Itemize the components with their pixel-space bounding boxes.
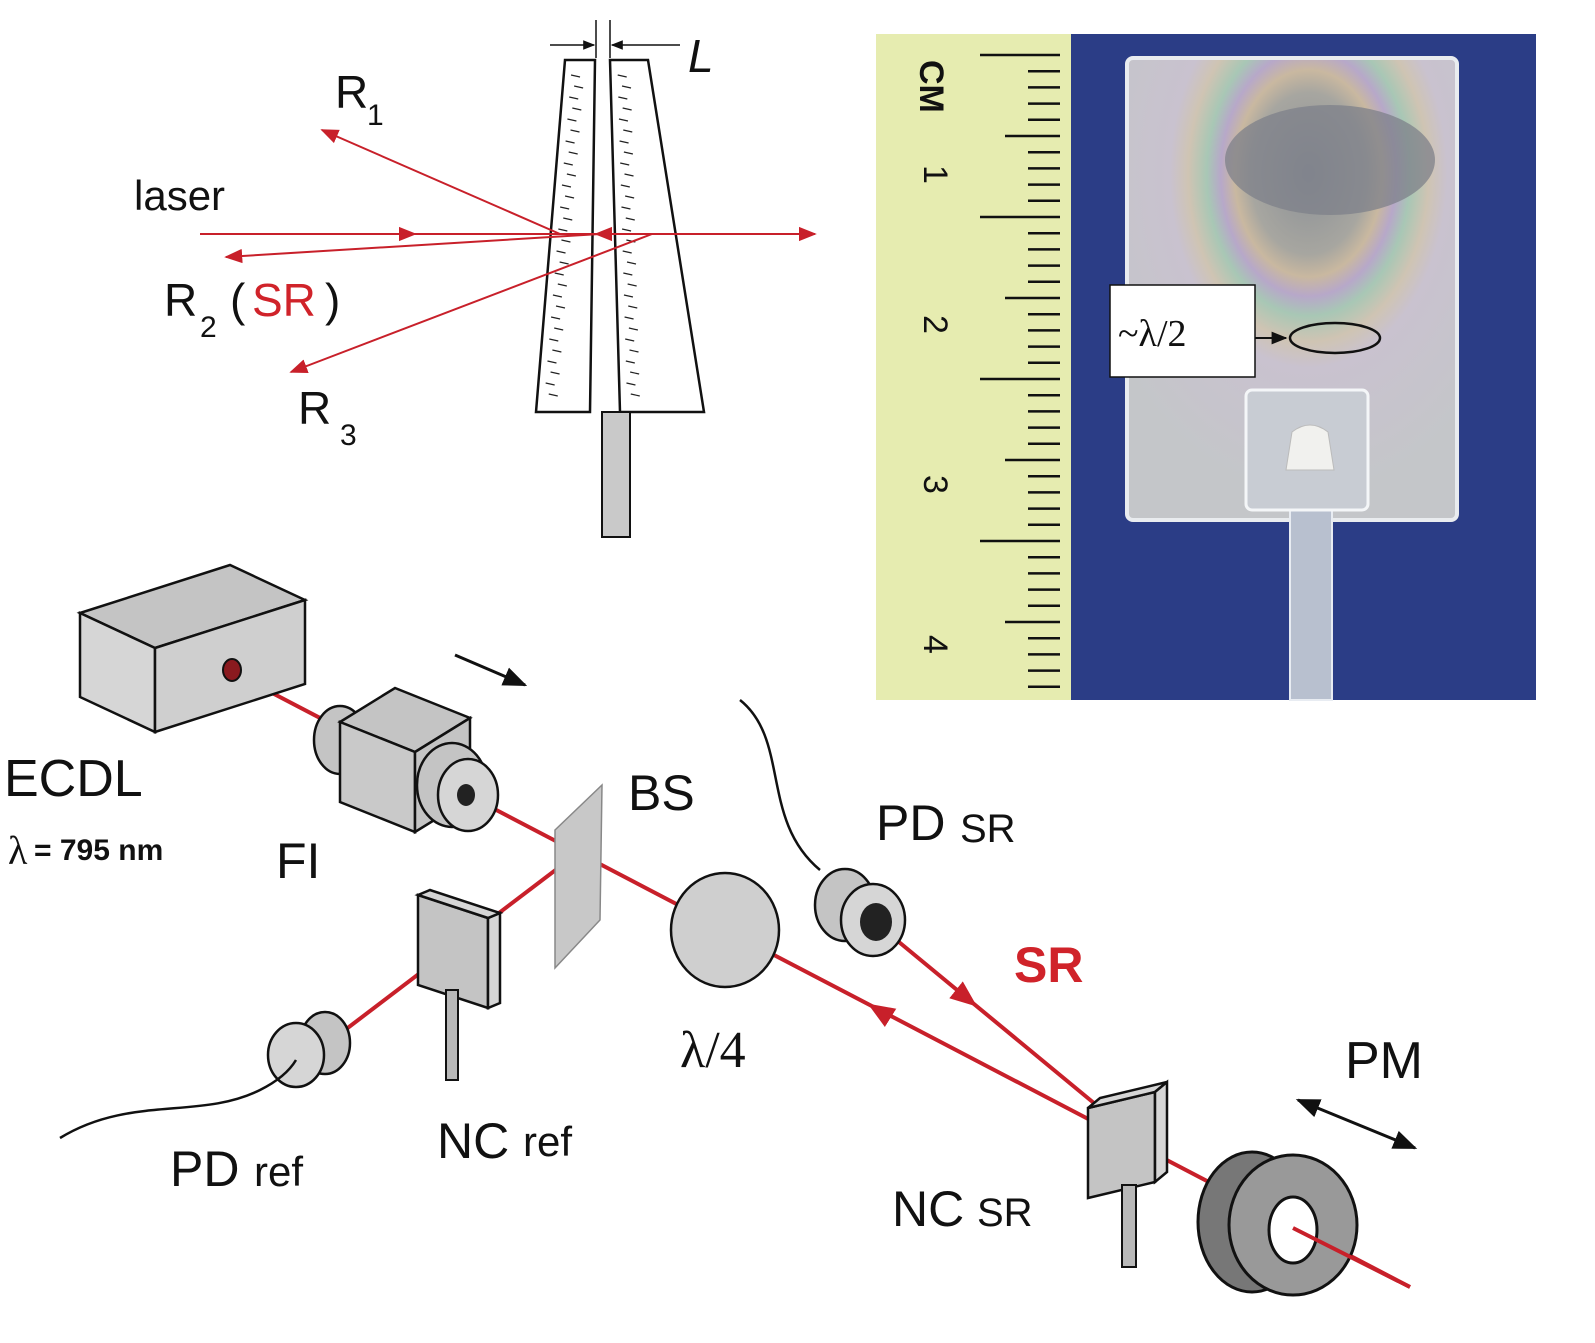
sample-photo: CM 1 2 3 4 ~λ/2 (876, 34, 1536, 701)
svg-text:ref: ref (254, 1148, 303, 1195)
svg-text:PD: PD (170, 1141, 239, 1197)
glass-rod (1289, 499, 1333, 701)
beam-through-pm (1292, 1226, 1411, 1289)
piezo-mirror (1196, 1150, 1359, 1297)
bs-label: BS (628, 765, 695, 821)
r2-sr-tag: SR (252, 274, 316, 326)
beam-splitter (554, 783, 603, 970)
wavelength-label: λ = 795 nm (8, 828, 163, 873)
r3-beam (289, 233, 653, 373)
setup-diagram: ECDL λ = 795 nm FI BS λ/4 (4, 563, 1423, 1297)
ecdl-aperture (222, 658, 242, 682)
half-wave-ellipse (1288, 321, 1382, 355)
fringe-center (1225, 105, 1435, 215)
nc-ref-cell (414, 888, 504, 1081)
svg-text:ref: ref (523, 1118, 572, 1165)
svg-text:PD: PD (876, 795, 945, 851)
sr-beam-arrow (949, 981, 978, 1007)
fiber-tip (1285, 424, 1335, 471)
pd-sr-cable (739, 699, 821, 871)
quarter-wave-label: λ/4 (680, 1022, 746, 1079)
pm-motion-arrow (1295, 1098, 1418, 1150)
wedge-hatching (545, 74, 640, 397)
ecdl-laser (76, 563, 309, 734)
r3-label: R 3 (298, 382, 357, 452)
thickness-dimension (550, 20, 680, 58)
svg-text:λ: λ (8, 828, 28, 873)
r1-label: R 1 (335, 66, 384, 132)
annotation-box (1109, 284, 1256, 378)
pd-sr-detector (813, 867, 907, 958)
svg-text:NC: NC (892, 1181, 964, 1237)
svg-text:R: R (335, 66, 368, 118)
ruler-unit: CM (912, 60, 950, 113)
nc-sr-label: NC SR (892, 1181, 1033, 1237)
main-beam-arrow (867, 1003, 897, 1028)
nc-sr-cell (1086, 1079, 1169, 1268)
ruler (876, 34, 1071, 700)
svg-text:(: ( (230, 274, 246, 326)
faraday-isolator (312, 686, 500, 835)
pm-label: PM (1345, 1032, 1423, 1090)
ruler-number-3: 3 (916, 475, 954, 494)
svg-text:): ) (325, 274, 340, 326)
svg-text:SR: SR (960, 807, 1016, 851)
r2-label: R 2 ( SR ) (164, 274, 340, 344)
svg-text:3: 3 (340, 419, 357, 452)
fi-label: FI (276, 833, 320, 889)
svg-text:R: R (298, 382, 331, 434)
wedge-stem (601, 411, 631, 538)
r2-beam (224, 233, 601, 264)
sr-beam (880, 926, 1114, 1120)
nc-ref-label: NC ref (437, 1113, 572, 1169)
annotation-label: ~λ/2 (1118, 313, 1187, 355)
ruler-ticks (980, 53, 1060, 689)
pd-ref-detector (266, 1010, 352, 1089)
wedge-diagram: laser L R 1 R 2 ( SR ) R 3 (134, 20, 817, 538)
svg-text:1: 1 (367, 99, 384, 132)
isolator-direction-arrow (454, 653, 528, 687)
svg-text:R: R (164, 274, 197, 326)
thickness-label: L (688, 30, 714, 82)
sr-beam-label: SR (1014, 937, 1083, 993)
pd-ref-label: PD ref (170, 1141, 303, 1197)
ecdl-label: ECDL (4, 750, 143, 808)
svg-text:NC: NC (437, 1113, 509, 1169)
wedge-right-plate (608, 58, 706, 414)
quarter-wave-plate (669, 871, 781, 989)
r1-beam (320, 129, 561, 235)
ruler-number-1: 1 (916, 165, 954, 184)
svg-text:2: 2 (200, 311, 217, 344)
laser-label: laser (134, 172, 225, 219)
svg-text:SR: SR (977, 1191, 1033, 1235)
ruler-number-4: 4 (916, 635, 954, 654)
pd-sr-label: PD SR (876, 795, 1016, 851)
ruler-number-2: 2 (916, 315, 954, 334)
svg-text:= 795 nm: = 795 nm (34, 834, 163, 867)
pd-ref-cable (59, 1059, 298, 1140)
